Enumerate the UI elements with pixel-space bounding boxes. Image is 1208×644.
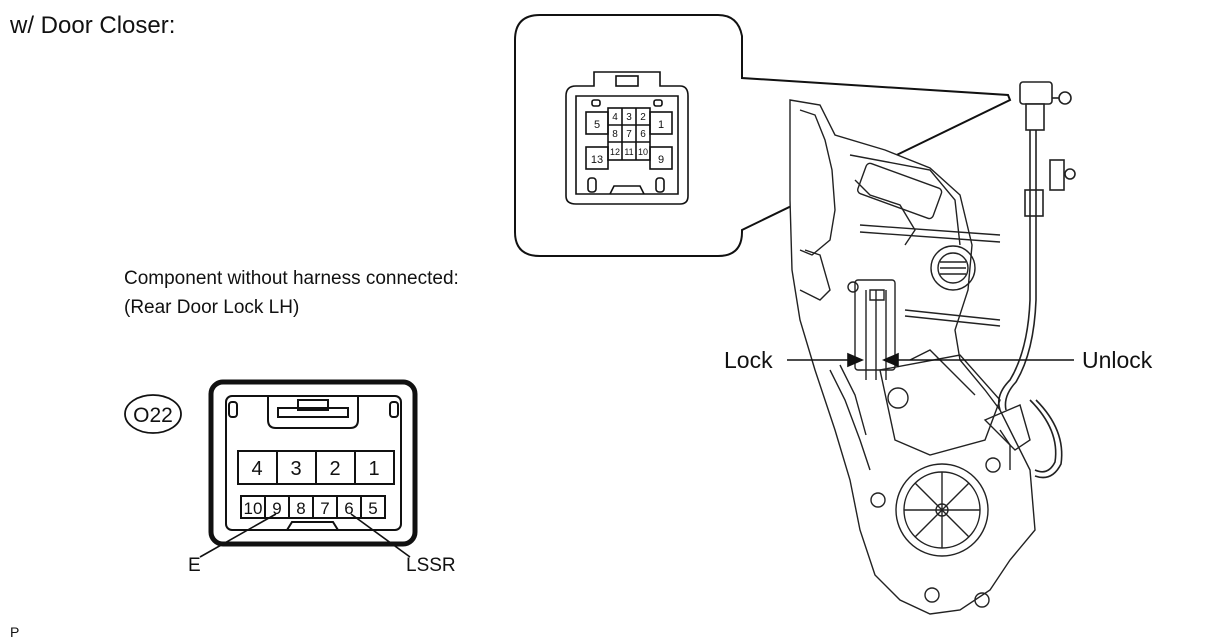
- detail-pin-3: 3: [626, 112, 632, 123]
- pin-leader-lines: [199, 513, 411, 558]
- detail-connector-labels: 4 3 2 8 7 6 12 11 10 5 13 1 9: [591, 112, 664, 166]
- unlock-label: Unlock: [1082, 347, 1153, 373]
- main-connector-pin-labels: 4 3 2 1 10 9 8 7 6 5: [244, 458, 380, 518]
- main-connector: [208, 379, 418, 547]
- detail-pin-5: 5: [594, 119, 600, 131]
- detail-pin-1: 1: [658, 119, 664, 131]
- detail-pin-2: 2: [640, 112, 646, 123]
- lock-label: Lock: [724, 347, 773, 373]
- pin-7: 7: [320, 499, 329, 518]
- pin-label-e: E: [188, 555, 201, 576]
- pin-2: 2: [329, 458, 340, 480]
- wire-harness: [997, 81, 1076, 479]
- detail-pin-10: 10: [638, 147, 648, 157]
- detail-pin-8: 8: [612, 129, 618, 140]
- pin-5: 5: [368, 499, 377, 518]
- pin-1: 1: [368, 458, 379, 480]
- pin-9: 9: [272, 499, 281, 518]
- pin-6: 6: [344, 499, 353, 518]
- detail-pin-11: 11: [624, 147, 633, 157]
- detail-pin-4: 4: [612, 112, 618, 123]
- footer-code: P: [10, 624, 20, 640]
- connector-code: O22: [133, 404, 173, 427]
- pin-label-lssr: LSSR: [406, 555, 456, 576]
- detail-pin-7: 7: [626, 129, 632, 140]
- lock-unlock-arrows: [787, 352, 1074, 368]
- diagram-title: w/ Door Closer:: [10, 12, 176, 39]
- detail-pin-13: 13: [591, 154, 603, 166]
- door-lock-assembly: [789, 99, 1036, 615]
- connector-code-badge: O22: [124, 394, 182, 434]
- detail-connector: [565, 71, 689, 205]
- detail-pin-6: 6: [640, 129, 646, 140]
- caption-line-1: Component without harness connected:: [124, 268, 459, 289]
- pin-8: 8: [296, 499, 305, 518]
- pin-3: 3: [290, 458, 301, 480]
- detail-pin-9: 9: [658, 154, 664, 166]
- caption-line-2: (Rear Door Lock LH): [124, 297, 300, 318]
- detail-pin-12: 12: [610, 147, 620, 157]
- pin-4: 4: [251, 458, 262, 480]
- pin-10: 10: [244, 499, 263, 518]
